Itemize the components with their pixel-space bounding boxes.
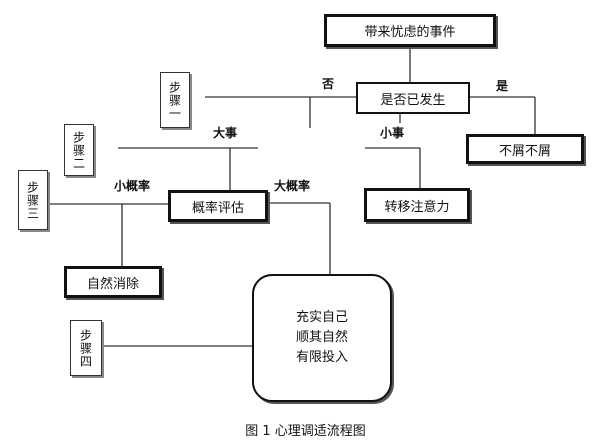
step-3-box: 步骤三: [18, 170, 48, 230]
step-2-text: 步骤二: [71, 130, 86, 170]
has-happened-box: 是否已发生: [356, 82, 470, 114]
shift-attention-box: 转移注意力: [364, 188, 470, 222]
step-1-text: 步骤一: [167, 80, 182, 120]
ignore-box: 不屑不屑: [466, 134, 584, 164]
naturally-eliminate-box: 自然消除: [64, 266, 162, 298]
label-yes: 是: [492, 76, 513, 95]
probability-text: 概率评估: [191, 200, 244, 216]
worry-event-text: 带来忧虑的事件: [364, 25, 456, 40]
enrich-box: 充实自己 顺其自然 有限投入: [252, 274, 392, 402]
step-2-box: 步骤二: [64, 124, 94, 176]
label-small-matter: 小事: [376, 123, 409, 142]
enrich-line-1: 充实自己: [295, 310, 348, 325]
label-low-prob: 小概率: [110, 176, 155, 195]
step-3-text: 步骤三: [25, 180, 40, 220]
figure-caption: 图 1 心理调适流程图: [245, 424, 366, 439]
step-1-box: 步骤一: [160, 72, 190, 128]
label-no: 否: [318, 74, 339, 93]
ignore-text: 不屑不屑: [498, 143, 551, 159]
shift-attention-text: 转移注意力: [384, 199, 450, 215]
has-happened-text: 是否已发生: [380, 92, 446, 108]
naturally-eliminate-text: 自然消除: [86, 276, 139, 292]
enrich-line-3: 有限投入: [295, 350, 348, 365]
worry-event-box: 带来忧虑的事件: [324, 14, 496, 47]
label-big-matter: 大事: [209, 123, 242, 142]
probability-box: 概率评估: [168, 190, 268, 222]
enrich-line-2: 顺其自然: [295, 330, 348, 345]
step-4-box: 步骤四: [70, 320, 102, 376]
label-high-prob: 大概率: [270, 176, 315, 195]
step-4-text: 步骤四: [78, 328, 93, 368]
